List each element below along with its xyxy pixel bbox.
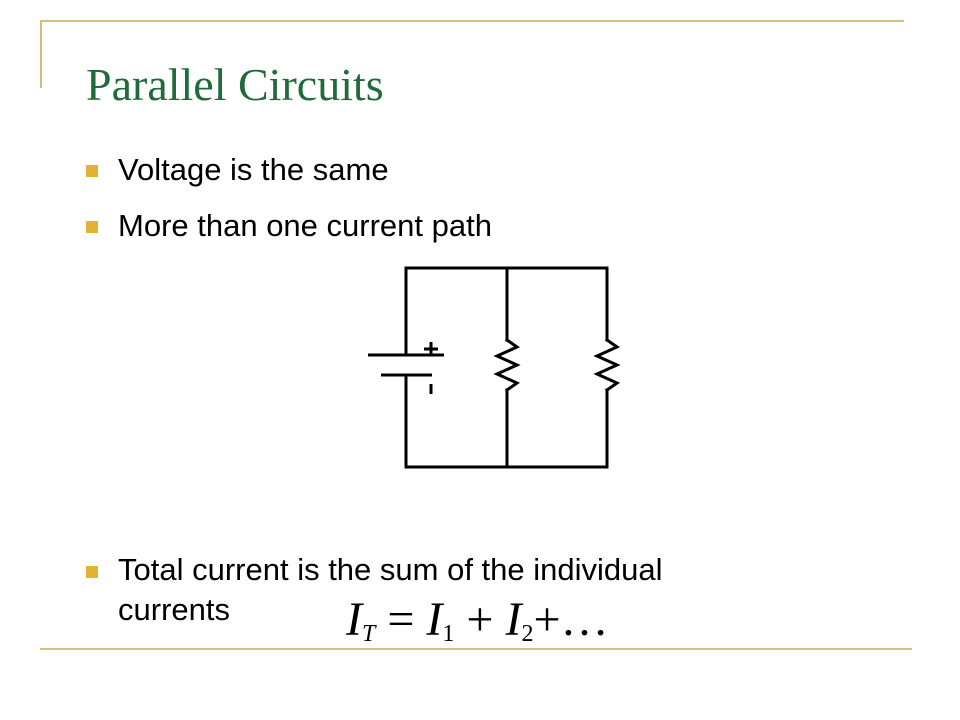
slide-title: Parallel Circuits (86, 59, 384, 110)
formula-operator: = (375, 593, 427, 646)
bullet-text-line-1: Total current is the sum of the individu… (118, 552, 663, 587)
formula-subscript: 1 (442, 621, 455, 647)
bullet-text: Voltage is the same (118, 152, 389, 187)
square-bullet-icon (86, 566, 98, 578)
formula-subscript: T (361, 621, 376, 647)
bullet-text-line-2: currents (118, 592, 230, 627)
bottom-border-line (40, 648, 912, 650)
left-border-line (40, 20, 42, 88)
bullet-text: Total current is the sum of the individu… (118, 550, 663, 630)
formula-ellipsis: +… (533, 593, 609, 646)
square-bullet-icon (86, 165, 98, 177)
total-current-formula: IT = I1 + I2+… (346, 592, 609, 662)
formula-symbol: I (346, 593, 362, 646)
square-bullet-icon (86, 221, 98, 233)
resistor-2 (593, 337, 621, 393)
formula-symbol: I (505, 593, 522, 646)
bullet-text: More than one current path (118, 208, 492, 243)
formula-subscript: 2 (521, 621, 534, 647)
formula-symbol: I (426, 593, 443, 646)
resistor-1 (493, 337, 521, 393)
top-border-line (40, 20, 904, 22)
formula-operator: + (454, 593, 506, 646)
